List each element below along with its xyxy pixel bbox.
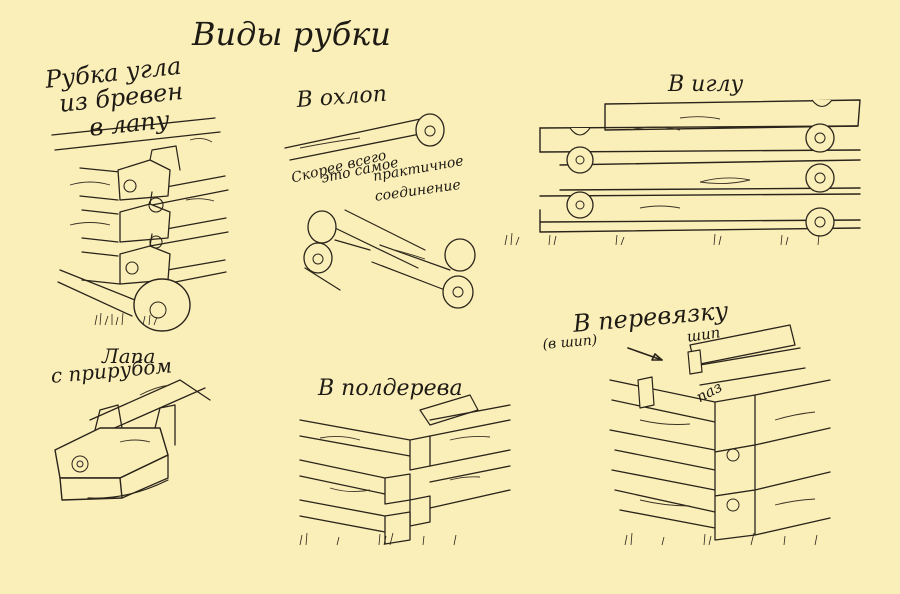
half-timber-drawing <box>299 394 511 546</box>
half-timber-title: В полдерева <box>318 376 463 401</box>
tie-spike-drawing <box>609 324 831 546</box>
page-title: Виды рубки <box>192 15 391 53</box>
iglu-title: В иглу <box>668 72 744 97</box>
spike-label: шип <box>685 323 722 346</box>
paw-cut-label-line1: Лапа <box>102 344 156 368</box>
paw-corner-drawing <box>51 117 229 332</box>
iglu-drawing <box>504 99 861 246</box>
paw-cut-drawing <box>54 379 211 501</box>
okhlop-drawing <box>284 113 476 309</box>
